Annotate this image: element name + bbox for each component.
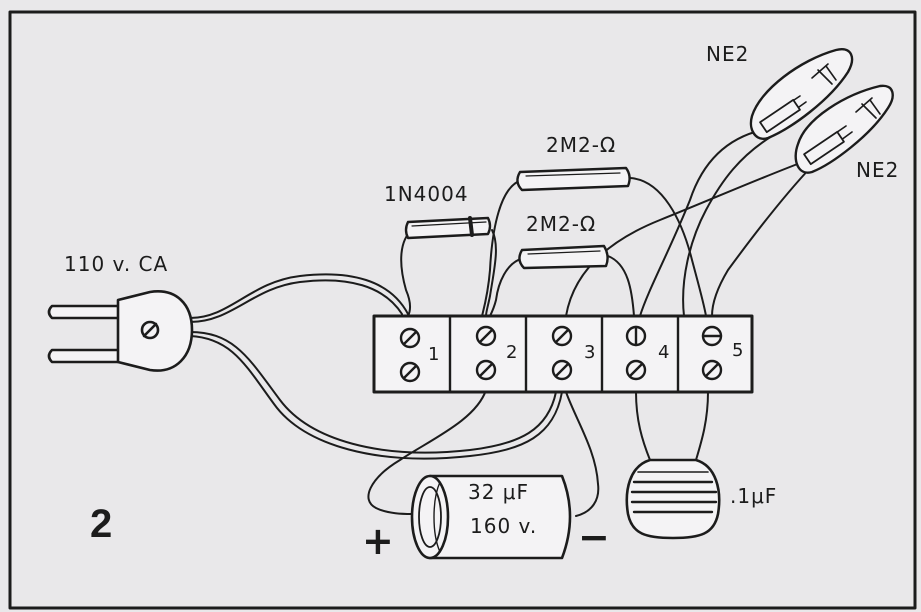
electrolytic-value-label: 32 μF bbox=[468, 480, 530, 504]
polyester-capacitor-icon bbox=[625, 458, 721, 540]
terminal-number-4: 4 bbox=[658, 342, 670, 363]
wires bbox=[189, 129, 813, 517]
terminal-number-3: 3 bbox=[584, 342, 596, 363]
terminal-number-2: 2 bbox=[506, 342, 518, 363]
neon-lamp-icon bbox=[794, 84, 894, 174]
screw-icon bbox=[399, 325, 723, 383]
plus-sign: + bbox=[362, 519, 394, 563]
resistor-icon bbox=[518, 244, 609, 270]
minus-sign: − bbox=[578, 515, 610, 559]
diode-icon bbox=[404, 216, 492, 240]
polyester-cap-label: .1μF bbox=[730, 484, 778, 508]
electrolytic-voltage-label: 160 v. bbox=[470, 514, 538, 538]
terminal-number-1: 1 bbox=[428, 344, 440, 365]
figure-frame bbox=[8, 10, 917, 610]
figure-number: 2 bbox=[90, 502, 113, 546]
resistor-bottom-label: 2M2-Ω bbox=[526, 212, 597, 236]
plug-icon bbox=[47, 290, 194, 372]
neon-top-label: NE2 bbox=[706, 42, 750, 66]
terminal-number-5: 5 bbox=[732, 340, 744, 361]
resistor-top-label: 2M2-Ω bbox=[546, 133, 617, 157]
resistor-icon bbox=[516, 166, 631, 192]
neon-right-label: NE2 bbox=[856, 158, 900, 182]
diode-label: 1N4004 bbox=[384, 182, 469, 206]
neon-lamp-icon bbox=[749, 48, 854, 140]
plug-voltage-label: 110 v. CA bbox=[64, 252, 169, 276]
electrolytic-capacitor-icon bbox=[410, 474, 572, 560]
